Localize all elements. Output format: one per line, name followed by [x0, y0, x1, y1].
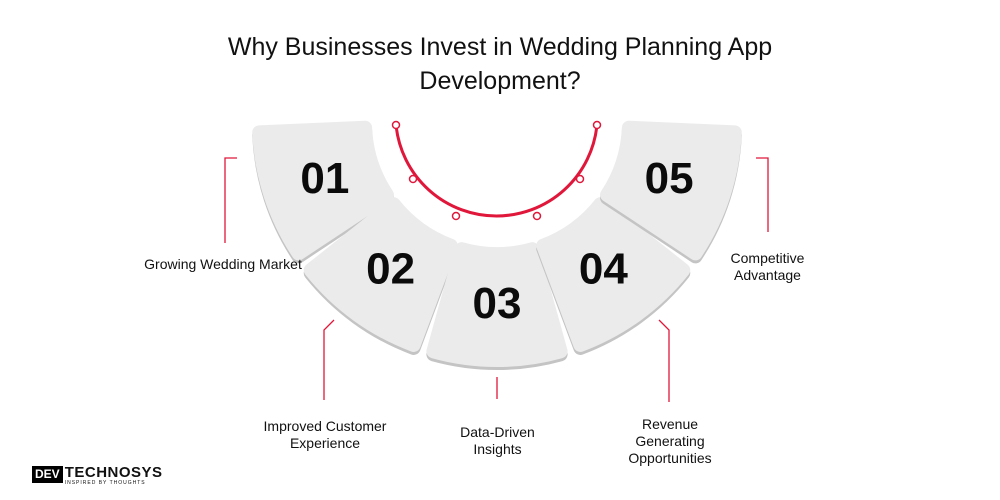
logo-technosys: TECHNOSYS — [64, 464, 163, 481]
segment-03: 03 — [426, 242, 568, 370]
page-title: Why Businesses Invest in Wedding Plannin… — [227, 33, 773, 95]
logo-tagline: INSPIRED BY THOUGHTS — [64, 480, 146, 486]
step-number-03: 03 — [473, 279, 522, 328]
arc-dot — [408, 174, 418, 184]
red-arc — [394, 124, 599, 218]
step-label-03: Data-Driven Insights — [460, 424, 535, 457]
arc-dot — [575, 174, 585, 184]
arc-dot — [592, 120, 602, 130]
step-number-01: 01 — [300, 154, 349, 203]
step-number-05: 05 — [645, 154, 694, 203]
segment-01: 01 — [252, 120, 394, 264]
arc-dot — [451, 211, 461, 221]
step-number-04: 04 — [579, 244, 628, 293]
connector-02 — [323, 319, 335, 400]
segment-04: 04 — [536, 197, 691, 355]
connector-05 — [756, 157, 769, 232]
connector-01 — [224, 157, 237, 243]
segment-shape — [536, 197, 691, 352]
connector-04 — [658, 319, 670, 402]
segment-shape — [426, 242, 568, 367]
step-label-04: Revenue Generating Opportunities — [628, 416, 712, 466]
segment-shape — [252, 120, 394, 261]
logo-dev: DEV — [32, 466, 63, 483]
company-logo: DEV TECHNOSYS INSPIRED BY THOUGHTS — [32, 464, 163, 486]
step-label-02: Improved Customer Experience — [263, 418, 387, 451]
segment-05: 05 — [600, 120, 742, 264]
segment-shape — [600, 120, 742, 261]
arc-dot — [391, 120, 401, 130]
segment-02: 02 — [303, 197, 458, 355]
arc-dot — [532, 211, 542, 221]
step-number-02: 02 — [366, 244, 415, 293]
step-label-01: Growing Wedding Market — [144, 256, 302, 272]
segment-shape — [303, 197, 458, 352]
step-label-05: Competitive Advantage — [730, 250, 805, 283]
